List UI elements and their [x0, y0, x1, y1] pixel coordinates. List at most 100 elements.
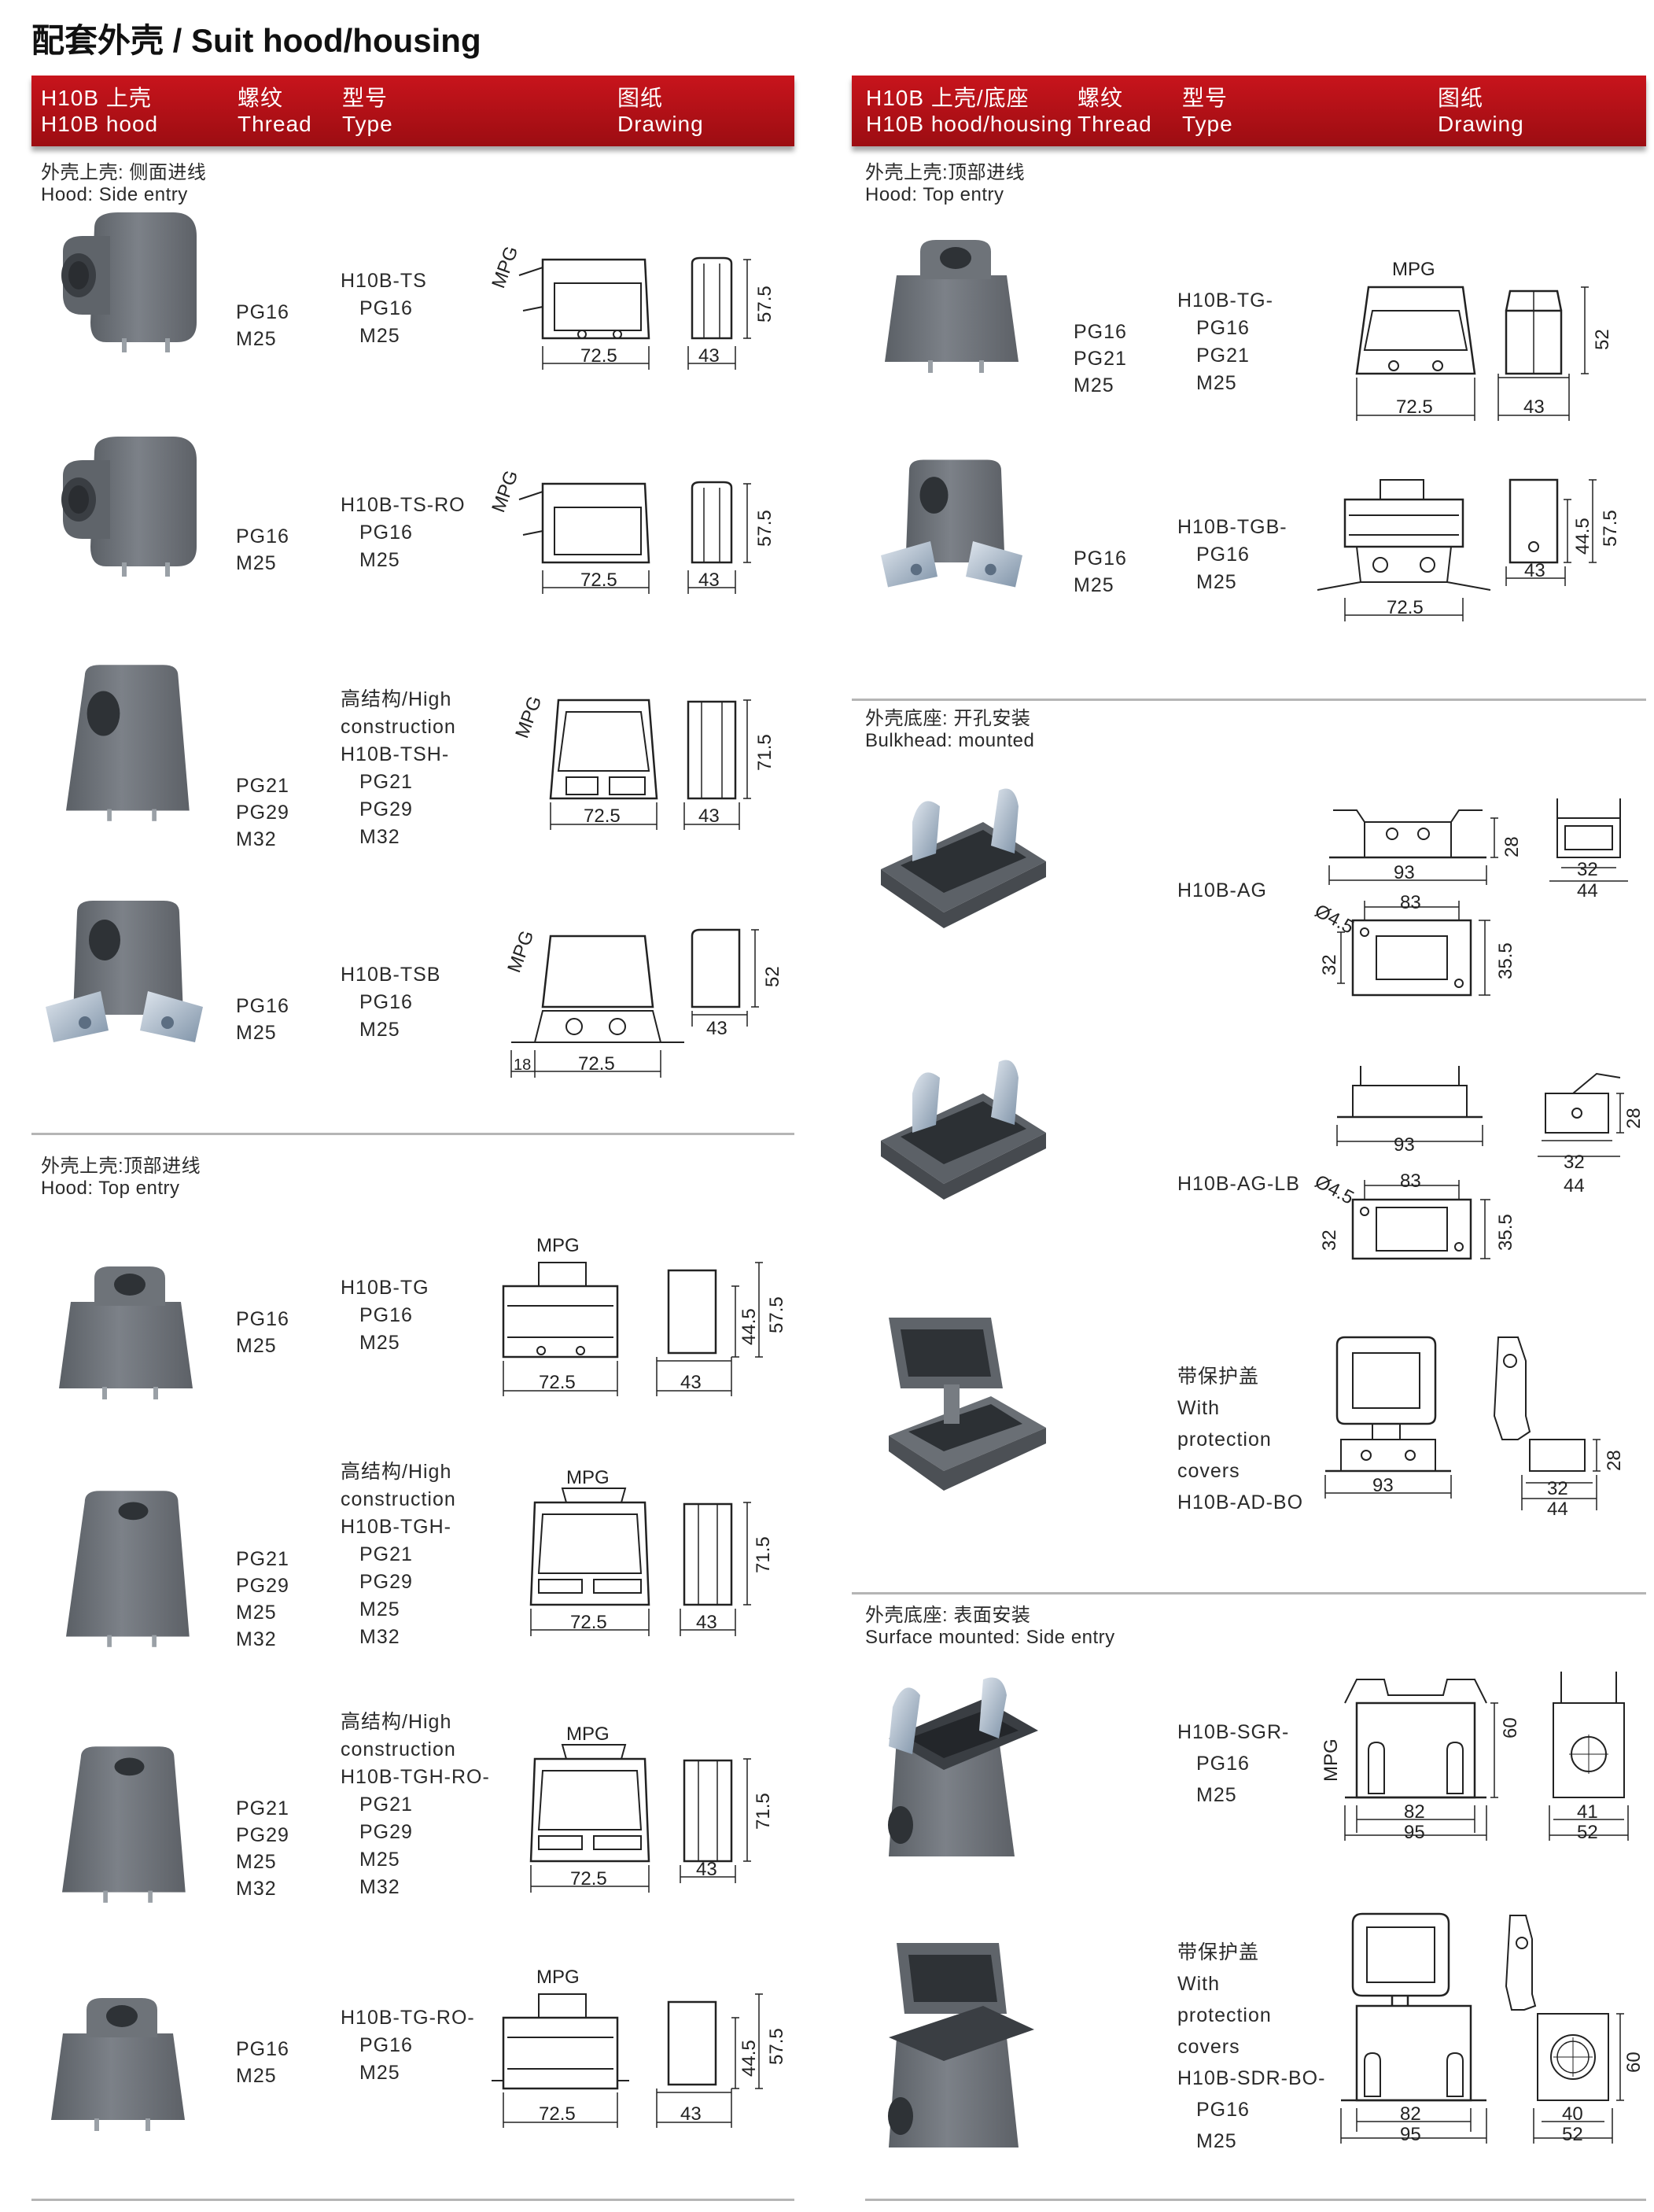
dimension-depth-inner: 32: [1564, 1152, 1585, 1173]
dimension-depth-inner: 32: [1547, 1478, 1568, 1499]
type-code: H10B-TG-RO-: [341, 2007, 475, 2029]
type-code: H10B-TS: [341, 270, 427, 292]
type-thread: M32: [359, 826, 400, 848]
product-photo-h10b-tsh: [66, 665, 190, 821]
header-label: Type: [1182, 112, 1233, 136]
thread-value: M25: [236, 328, 277, 350]
dimension-depth: 43: [706, 1018, 728, 1039]
mpg-label: MPG: [488, 467, 522, 515]
header-label: 图纸: [1438, 86, 1484, 110]
dimension-depth: 52: [1562, 2124, 1583, 2145]
type-thread: PG21: [359, 1543, 413, 1565]
type-note: 带保护盖: [1177, 1941, 1260, 1963]
dimension-height: 52: [1592, 329, 1613, 350]
type-thread: PG16: [359, 522, 413, 544]
dimension-height: 71.5: [753, 1536, 774, 1573]
type-thread: M32: [359, 1876, 400, 1898]
dimension-width: 72.5: [539, 2103, 576, 2125]
section-label-cn: 外壳上壳:顶部进线: [865, 162, 1026, 183]
dimension-height: 28: [1604, 1450, 1625, 1471]
type-code: H10B-TGH-: [341, 1516, 451, 1538]
section-label-cn: 外壳底座: 开孔安装: [865, 708, 1031, 729]
type-thread: PG16: [1196, 2099, 1250, 2121]
header-label: Type: [342, 112, 393, 136]
mpg-label: MPG: [511, 693, 546, 741]
type-note: 高结构/High: [341, 688, 452, 710]
section-label-en: Hood: Top entry: [41, 1178, 180, 1199]
dimension-height: 60: [1500, 1717, 1521, 1738]
mpg-label: MPG: [1321, 1738, 1342, 1782]
dimension-hole-height: 32: [1319, 954, 1340, 975]
type-code: H10B-TS-RO: [341, 494, 466, 516]
header-label: H10B hood/housing: [866, 112, 1073, 136]
type-thread: PG16: [359, 297, 413, 319]
drawing-h10b-tsh: MPG 72.5 43 71.5: [511, 693, 775, 830]
dimension-height: 71.5: [754, 734, 775, 771]
dimension-depth: 43: [698, 570, 720, 591]
type-thread: M25: [359, 1849, 400, 1871]
divider: [852, 699, 1646, 701]
dimension-depth: 44: [1547, 1499, 1568, 1520]
product-photo-h10b-tg-right: [885, 240, 1019, 373]
header-label: Thread: [238, 112, 312, 136]
type-note: construction: [341, 1738, 456, 1760]
mpg-label: MPG: [566, 1724, 610, 1745]
type-note: covers: [1177, 1460, 1240, 1482]
drawing-h10b-tg: MPG 72.5 43 44.5 57.5: [502, 1235, 787, 1396]
type-note: 高结构/High: [341, 1711, 452, 1733]
thread-value: PG16: [236, 301, 289, 323]
thread-value: PG16: [236, 525, 289, 547]
divider: [31, 1133, 794, 1135]
type-list: H10B-AG: [1177, 877, 1267, 905]
dimension-depth: 43: [696, 1612, 717, 1633]
dimension-height: 52: [762, 966, 783, 987]
type-note: protection: [1177, 1429, 1272, 1451]
type-thread: PG29: [359, 1571, 413, 1593]
type-thread: M25: [359, 1019, 400, 1041]
type-code: H10B-AD-BO: [1177, 1491, 1304, 1513]
product-photo-h10b-ag: [881, 788, 1046, 928]
thread-value: M32: [236, 828, 277, 850]
drawing-h10b-tgb: 72.5 43 44.5 57.5: [1317, 478, 1621, 621]
product-photo-h10b-tg: [59, 1266, 193, 1399]
dimension-depth: 43: [680, 2103, 702, 2125]
dimension-hole-spacing: 83: [1400, 1171, 1421, 1192]
drawing-h10b-ts-ro: MPG 72.5 43 57.5: [488, 467, 775, 594]
dimension-height-inner: 44.5: [739, 1308, 760, 1345]
drawing-h10b-ts: MPG 72.5 43 57.5: [488, 243, 775, 370]
thread-value: M25: [236, 1602, 277, 1624]
product-photo-h10b-ag-lb: [881, 1060, 1046, 1200]
header-label: Drawing: [1438, 112, 1524, 136]
type-thread: PG16: [1196, 1753, 1250, 1775]
thread-value: M25: [236, 1335, 277, 1357]
dimension-height: 57.5: [766, 2028, 787, 2065]
product-photo-h10b-ad-bo: [889, 1318, 1046, 1491]
dimension-depth-inner: 32: [1577, 859, 1598, 880]
type-code: H10B-SGR-: [1177, 1721, 1290, 1743]
dimension-depth: 43: [698, 806, 720, 827]
type-code: H10B-TG-: [1177, 289, 1273, 312]
product-photo-h10b-tgh: [66, 1491, 190, 1647]
thread-value: PG16: [1074, 547, 1127, 570]
dimension-width: 72.5: [584, 806, 621, 827]
product-photo-h10b-tgb: [881, 459, 1022, 588]
type-note: With: [1177, 1397, 1220, 1419]
dimension-cutout-height: 35.5: [1495, 1214, 1516, 1251]
product-photo-h10b-tgh-ro: [62, 1746, 186, 1903]
dimension-width: 72.5: [580, 345, 617, 367]
thread-value: PG29: [236, 1824, 289, 1846]
divider: [865, 2199, 1646, 2201]
section-label-cn: 外壳上壳:顶部进线: [41, 1156, 201, 1177]
